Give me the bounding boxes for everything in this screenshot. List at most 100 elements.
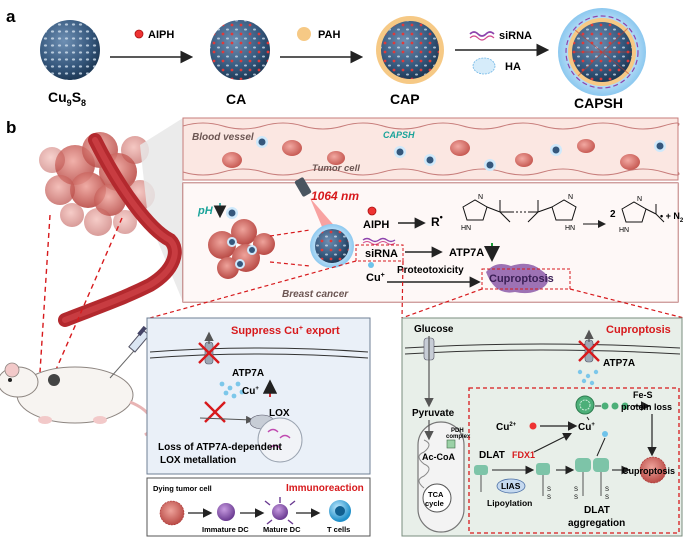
fes-cluster-icon — [575, 395, 629, 421]
reaction-hn-3: HN — [619, 227, 629, 234]
cu2-dot-icon — [529, 422, 537, 430]
t-cells-icon — [329, 500, 351, 522]
membrane-cupro — [404, 343, 681, 349]
ha-cloud-icon — [472, 57, 496, 75]
dying-tumor-label: Dying tumor cell — [153, 484, 212, 493]
cu9s8-nanoparticle — [40, 20, 100, 80]
tumor-cell-label: Tumor cell — [312, 163, 360, 174]
aiph-dot-b-icon — [367, 206, 377, 216]
suppress-title: Suppress Cu+ export — [231, 325, 340, 337]
reaction-n-1: N — [478, 194, 483, 201]
sulfur-label-3: S — [574, 487, 578, 493]
cycle-label: cycle — [425, 499, 444, 508]
dlat-label: DLAT — [479, 450, 505, 461]
fdx1-label: FDX1 — [512, 450, 535, 460]
sirna-wave-icon — [469, 31, 495, 37]
atp7a-label-cupro: ATP7A — [603, 358, 635, 369]
blood-vessel-band — [182, 117, 680, 181]
fes-label: Fe-S — [633, 390, 653, 400]
tca-label: TCA — [428, 490, 444, 499]
cu-dot-icon — [368, 262, 374, 268]
immunoreaction-title: Immunoreaction — [286, 483, 364, 494]
mouse-link-left — [39, 214, 51, 373]
cuproptosis-cell-icon — [486, 263, 549, 294]
ha-label: HA — [505, 61, 521, 73]
t-cells-label: T cells — [327, 525, 350, 534]
cuproptosis-dead-cell-icon — [639, 456, 667, 484]
sirna-label-a: siRNA — [499, 30, 532, 42]
cuproptosis-outcome-label: Cuproptosis — [622, 466, 675, 476]
capsh-label: CAPSH — [574, 95, 623, 111]
reaction-coefficient: 2 — [610, 209, 616, 220]
cuproptosis-mechanism-box — [468, 387, 680, 534]
suppress-cu-export-box — [146, 317, 371, 475]
dlat-aggregation-label-1: DLAT — [584, 505, 610, 516]
panel-b-label: b — [6, 118, 16, 137]
ca-nanoparticle — [210, 20, 270, 80]
pah-dot-icon — [297, 27, 311, 41]
aiph-label-b: AIPH — [363, 219, 389, 231]
cu2-label: Cu2+ — [496, 422, 517, 433]
immature-dc-icon — [217, 503, 235, 521]
cu-label-suppress: Cu+ — [242, 386, 259, 397]
vessel-cells — [222, 139, 640, 170]
cu1-dot-icon — [602, 431, 608, 437]
cuproptosis-label-b: Cuproptosis — [489, 273, 554, 285]
reaction-hn-1: HN — [461, 225, 471, 232]
cu1-label: Cu+ — [578, 422, 595, 433]
pyruvate-label: Pyruvate — [412, 408, 455, 419]
aiph-label-a: AIPH — [148, 29, 174, 41]
capsh-label-b: CAPSH — [383, 130, 415, 140]
central-capsh-particle — [310, 224, 354, 268]
lias-label: LIAS — [501, 481, 521, 491]
cuproptosis-highlight-box — [481, 268, 571, 290]
mitochondrion-icon — [417, 421, 465, 533]
dying-tumor-cell-icon — [159, 500, 185, 526]
reaction-n-2: N — [568, 194, 573, 201]
pdh-complex-icon — [446, 439, 456, 449]
glucose-label: Glucose — [414, 324, 454, 335]
aiph-dot-icon — [134, 29, 144, 39]
mature-dc-icon — [264, 497, 296, 525]
ph-label: pH — [197, 205, 214, 217]
sirna-label-b: siRNA — [365, 248, 398, 260]
lox-label: LOX — [269, 408, 290, 419]
reaction-n-3: N — [637, 196, 642, 203]
reaction-n2-product: • + N2 — [660, 211, 684, 224]
laser-label: 1064 nm — [311, 189, 359, 203]
cu-ions-cluster — [219, 381, 245, 399]
capsh-particle-approaching — [226, 207, 238, 219]
protein-loss-label: protein loss — [621, 402, 672, 412]
mature-dc-label: Mature DC — [263, 525, 301, 534]
radical-label: R• — [431, 212, 443, 229]
pdh-complex-label: complex — [446, 434, 471, 440]
golgi-vesicle-icon — [257, 417, 303, 463]
loss-text-line2: LOX metallation — [160, 455, 236, 466]
breast-cancer-label: Breast cancer — [282, 289, 349, 300]
reaction-hn-2: HN — [565, 225, 575, 232]
ac-coa-label: Ac-CoA — [422, 452, 455, 462]
sulfur-label-5: S — [605, 487, 609, 493]
tumor-with-particles — [208, 219, 275, 279]
pdh-label: PDH — [451, 428, 464, 434]
atp7a-label-suppress: ATP7A — [232, 368, 264, 379]
lias-enzyme-icon — [496, 478, 526, 494]
proteotoxicity-label: Proteotoxicity — [397, 265, 464, 276]
sulfur-label-1: S — [547, 487, 551, 493]
dlat-aggregation-icon — [575, 437, 609, 496]
cuproptosis-title: Cuproptosis — [606, 324, 671, 336]
pah-label: PAH — [318, 29, 340, 41]
aiph-molecule-structure — [462, 199, 665, 228]
atp7a-label-b: ATP7A — [449, 247, 484, 259]
vessel-capsh-particles — [256, 136, 666, 171]
panel-a-label: a — [6, 7, 16, 26]
blood-vessel-label: Blood vessel — [192, 132, 254, 143]
mouse-illustration — [0, 362, 154, 437]
cap-label: CAP — [390, 91, 420, 107]
membrane-top — [149, 347, 369, 353]
dlat-protein-icon — [474, 465, 488, 492]
sulfur-label-2: S — [547, 495, 551, 501]
lipoylation-label: Lipoylation — [487, 498, 532, 508]
lipoylated-dlat-icon — [536, 463, 550, 496]
